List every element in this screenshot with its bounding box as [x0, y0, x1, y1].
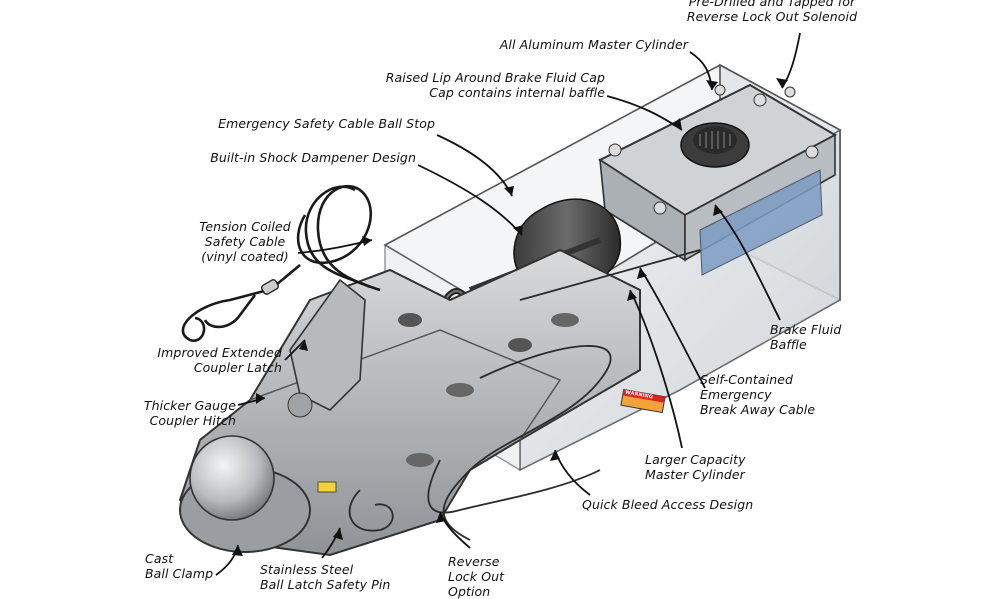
callout-larger-capacity: Larger Capacity Master Cylinder: [645, 452, 746, 482]
callout-safety-pin: Stainless Steel Ball Latch Safety Pin: [260, 562, 391, 592]
safety-cable: [181, 184, 381, 342]
callout-reverse-lockout: Reverse Lock Out Option: [448, 554, 505, 599]
coupler-latch: [287, 278, 366, 418]
callout-ball-clamp: Cast Ball Clamp: [145, 551, 214, 581]
callout-breakaway-cable: Self-Contained Emergency Break Away Cabl…: [700, 372, 816, 417]
callout-quick-bleed: Quick Bleed Access Design: [582, 497, 754, 512]
callout-ball-stop: Emergency Safety Cable Ball Stop: [218, 116, 435, 131]
leader-arrowheads: [232, 78, 788, 556]
callout-aluminum-master-cylinder: All Aluminum Master Cylinder: [499, 37, 688, 52]
callout-tension-coiled: Tension Coiled Safety Cable (vinyl coate…: [199, 219, 291, 264]
callout-raised-lip: Raised Lip Around Brake Fluid Cap Cap co…: [385, 70, 605, 100]
callout-thicker-gauge: Thicker Gauge Coupler Hitch: [143, 398, 236, 428]
callout-predrilled: Pre-Drilled and Tapped for Reverse Lock …: [686, 0, 858, 24]
callout-shock-dampener: Built-in Shock Dampener Design: [210, 150, 416, 165]
master-cylinder: [597, 83, 838, 276]
caution-sticker: [317, 481, 337, 493]
hitch-ball: [179, 435, 311, 553]
callout-brake-fluid-baffle: Brake Fluid Baffle: [770, 322, 842, 352]
warning-sticker: [620, 388, 666, 414]
callout-coupler-latch: Improved Extended Coupler Latch: [157, 345, 282, 375]
breakaway-cable: [348, 249, 701, 541]
